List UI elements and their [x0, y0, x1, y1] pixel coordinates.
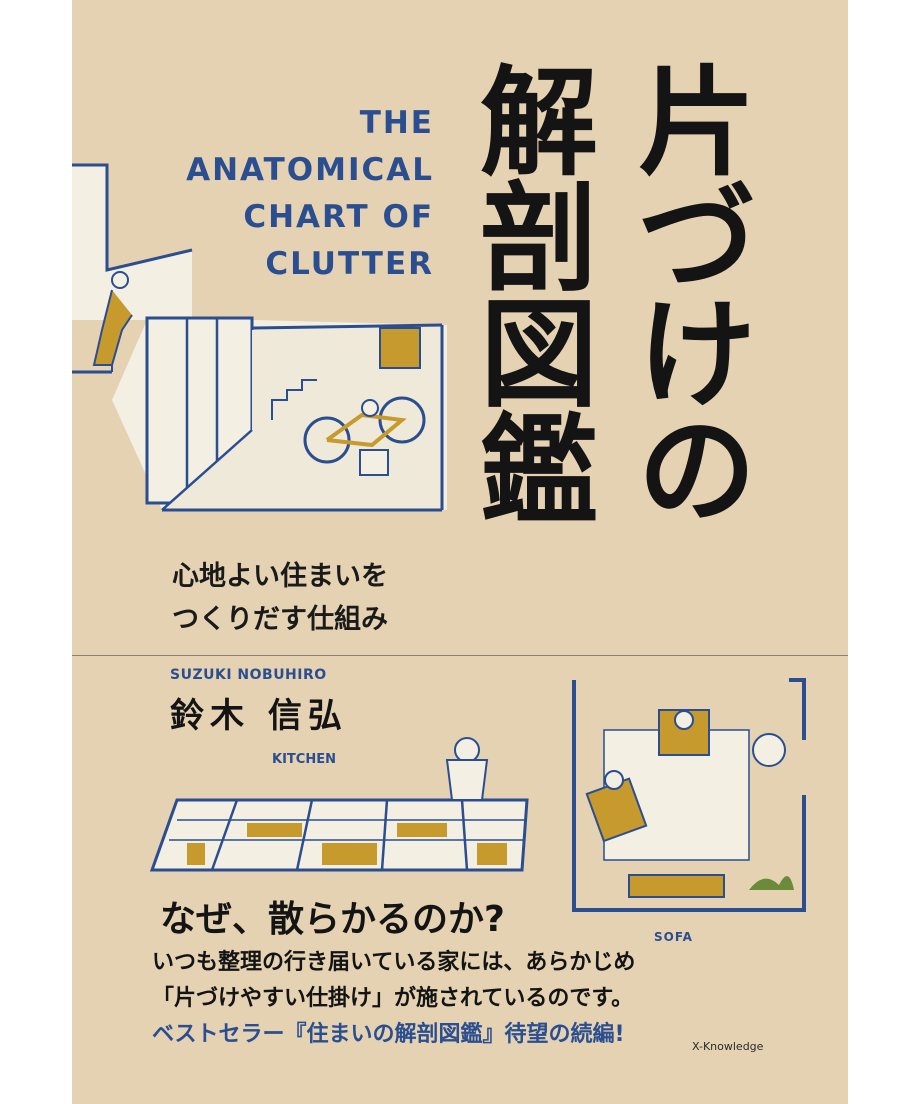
- english-title-line: CHART OF: [243, 199, 434, 235]
- tagline-blurb: ベストセラー『住まいの解剖図鑑』待望の続編!: [152, 1022, 625, 1047]
- english-title-line: CLUTTER: [265, 246, 434, 282]
- title-char: の: [637, 402, 756, 540]
- author-name-japanese: 鈴木 信弘: [170, 696, 348, 736]
- kitchen-label: KITCHEN: [272, 752, 336, 767]
- author-name-english: SUZUKI NOBUHIRO: [170, 667, 327, 683]
- tagline-headline: なぜ、散らかるのか?: [160, 899, 505, 940]
- title-char: 剖: [479, 170, 598, 308]
- subtitle-line: つくりだす仕組み: [172, 604, 388, 635]
- tagline-block: なぜ、散らかるのか? いつも整理の行き届いている家には、あらかじめ 「片づけやす…: [152, 895, 712, 1053]
- kitchen-drawers-illustration: [149, 737, 529, 872]
- title-char: 解: [479, 54, 598, 192]
- garage-illustration: [72, 163, 447, 512]
- living-room-floorplan: [572, 678, 806, 912]
- english-title-line: THE: [359, 105, 434, 141]
- title-char: 片: [637, 54, 756, 192]
- title-char: け: [637, 286, 756, 424]
- subtitle-line: 心地よい住まいを: [172, 561, 388, 592]
- japanese-title-column-right: 片 づ け の: [632, 54, 762, 540]
- english-title: THE ANATOMICAL CHART OF CLUTTER: [72, 100, 434, 288]
- title-char: 鑑: [479, 402, 598, 540]
- publisher-logo: X-Knowledge: [692, 1040, 764, 1053]
- tagline-line: 「片づけやすい仕掛け」が施されているのです。: [152, 986, 634, 1011]
- english-title-line: ANATOMICAL: [186, 152, 434, 188]
- divider-rule: [72, 655, 848, 656]
- japanese-title-column-left: 解 剖 図 鑑: [474, 54, 604, 540]
- subtitle: 心地よい住まいを つくりだす仕組み: [172, 555, 492, 641]
- book-cover: THE ANATOMICAL CHART OF CLUTTER 解 剖 図 鑑 …: [72, 0, 848, 1104]
- sofa-label: SOFA: [654, 930, 693, 944]
- tagline-line: いつも整理の行き届いている家には、あらかじめ: [152, 950, 636, 975]
- title-char: 図: [479, 286, 598, 424]
- title-char: づ: [637, 170, 756, 308]
